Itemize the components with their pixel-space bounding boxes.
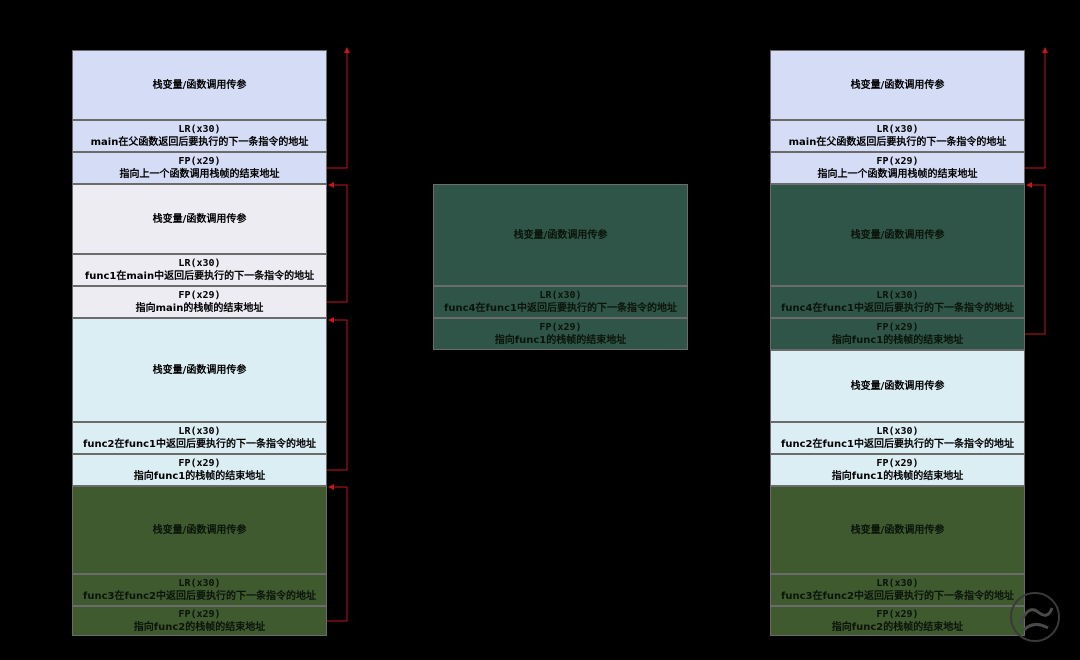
register-name: FP(x29) xyxy=(876,609,919,620)
register-name: LR(x30) xyxy=(178,124,221,135)
block-label: 栈变量/函数调用传参 xyxy=(850,229,945,241)
block-label: 栈变量/函数调用传参 xyxy=(152,213,247,225)
func4-vars-block: 栈变量/函数调用传参 xyxy=(433,184,688,286)
func4-fp-block: FP(x29) 指向func1的栈帧的结束地址 xyxy=(770,318,1025,350)
register-description: 指向func1的栈帧的结束地址 xyxy=(133,471,266,482)
func2-lr-block: LR(x30) func2在func1中返回后要执行的下一条指令的地址 xyxy=(72,422,327,454)
func1-vars-block: 栈变量/函数调用传参 xyxy=(72,184,327,254)
register-name: LR(x30) xyxy=(876,426,919,437)
register-description: func2在func1中返回后要执行的下一条指令的地址 xyxy=(781,439,1014,450)
func4-lr-block: LR(x30) func4在func1中返回后要执行的下一条指令的地址 xyxy=(770,286,1025,318)
register-description: func2在func1中返回后要执行的下一条指令的地址 xyxy=(83,439,316,450)
register-name: LR(x30) xyxy=(178,426,221,437)
register-description: 指向main的栈帧的结束地址 xyxy=(135,303,264,314)
register-description: 指向func2的栈帧的结束地址 xyxy=(831,622,964,633)
register-description: func3在func2中返回后要执行的下一条指令的地址 xyxy=(83,591,316,602)
main-vars-block: 栈变量/函数调用传参 xyxy=(72,50,327,120)
block-label: 栈变量/函数调用传参 xyxy=(850,79,945,91)
block-label: 栈变量/函数调用传参 xyxy=(152,524,247,536)
func2-fp-block: FP(x29) 指向func1的栈帧的结束地址 xyxy=(72,454,327,486)
register-name: LR(x30) xyxy=(539,290,582,301)
register-name: FP(x29) xyxy=(178,609,221,620)
register-description: 指向func2的栈帧的结束地址 xyxy=(133,622,266,633)
register-description: 指向func1的栈帧的结束地址 xyxy=(831,471,964,482)
register-name: FP(x29) xyxy=(876,458,919,469)
left-func3-fp-arrow xyxy=(327,484,348,622)
func2-lr-block: LR(x30) func2在func1中返回后要执行的下一条指令的地址 xyxy=(770,422,1025,454)
register-description: func4在func1中返回后要执行的下一条指令的地址 xyxy=(444,303,677,314)
block-label: 栈变量/函数调用传参 xyxy=(850,524,945,536)
func4-fp-block: FP(x29) 指向func1的栈帧的结束地址 xyxy=(433,318,688,350)
func2-vars-block: 栈变量/函数调用传参 xyxy=(770,350,1025,422)
func4-lr-block: LR(x30) func4在func1中返回后要执行的下一条指令的地址 xyxy=(433,286,688,318)
register-name: LR(x30) xyxy=(876,578,919,589)
watermark-logo-icon xyxy=(1010,592,1060,642)
main-vars-block: 栈变量/函数调用传参 xyxy=(770,50,1025,120)
register-description: func1在main中返回后要执行的下一条指令的地址 xyxy=(84,271,315,282)
register-name: FP(x29) xyxy=(178,290,221,301)
register-description: 指向上一个函数调用栈帧的结束地址 xyxy=(119,169,280,180)
left-func1-fp-arrow xyxy=(327,182,348,303)
main-lr-block: LR(x30) main在父函数返回后要执行的下一条指令的地址 xyxy=(72,120,327,152)
register-name: FP(x29) xyxy=(876,322,919,333)
register-description: 指向上一个函数调用栈帧的结束地址 xyxy=(817,169,978,180)
register-description: 指向func1的栈帧的结束地址 xyxy=(494,335,627,346)
block-label: 栈变量/函数调用传参 xyxy=(513,229,608,241)
register-name: FP(x29) xyxy=(876,156,919,167)
func4-vars-block: 栈变量/函数调用传参 xyxy=(770,184,1025,286)
right-main-fp-arrow xyxy=(1025,47,1048,169)
register-name: FP(x29) xyxy=(178,156,221,167)
main-fp-block: FP(x29) 指向上一个函数调用栈帧的结束地址 xyxy=(770,152,1025,184)
register-description: 指向func1的栈帧的结束地址 xyxy=(831,335,964,346)
register-description: func3在func2中返回后要执行的下一条指令的地址 xyxy=(781,591,1014,602)
register-name: LR(x30) xyxy=(178,258,221,269)
register-name: LR(x30) xyxy=(178,578,221,589)
left-main-fp-arrow xyxy=(327,47,350,169)
register-name: FP(x29) xyxy=(539,322,582,333)
func3-lr-block: LR(x30) func3在func2中返回后要执行的下一条指令的地址 xyxy=(72,574,327,606)
left-func2-fp-arrow xyxy=(327,317,348,471)
block-label: 栈变量/函数调用传参 xyxy=(850,380,945,392)
right-func4-fp-arrow xyxy=(1025,182,1046,335)
main-fp-block: FP(x29) 指向上一个函数调用栈帧的结束地址 xyxy=(72,152,327,184)
register-description: main在父函数返回后要执行的下一条指令的地址 xyxy=(90,137,309,148)
func3-fp-block: FP(x29) 指向func2的栈帧的结束地址 xyxy=(770,606,1025,636)
register-description: func4在func1中返回后要执行的下一条指令的地址 xyxy=(781,303,1014,314)
func3-vars-block: 栈变量/函数调用传参 xyxy=(770,486,1025,574)
func3-lr-block: LR(x30) func3在func2中返回后要执行的下一条指令的地址 xyxy=(770,574,1025,606)
func2-vars-block: 栈变量/函数调用传参 xyxy=(72,318,327,422)
func2-fp-block: FP(x29) 指向func1的栈帧的结束地址 xyxy=(770,454,1025,486)
register-description: main在父函数返回后要执行的下一条指令的地址 xyxy=(788,137,1007,148)
main-lr-block: LR(x30) main在父函数返回后要执行的下一条指令的地址 xyxy=(770,120,1025,152)
register-name: LR(x30) xyxy=(876,124,919,135)
register-name: FP(x29) xyxy=(178,458,221,469)
func1-lr-block: LR(x30) func1在main中返回后要执行的下一条指令的地址 xyxy=(72,254,327,286)
block-label: 栈变量/函数调用传参 xyxy=(152,364,247,376)
func3-vars-block: 栈变量/函数调用传参 xyxy=(72,486,327,574)
register-name: LR(x30) xyxy=(876,290,919,301)
func1-fp-block: FP(x29) 指向main的栈帧的结束地址 xyxy=(72,286,327,318)
block-label: 栈变量/函数调用传参 xyxy=(152,79,247,91)
func3-fp-block: FP(x29) 指向func2的栈帧的结束地址 xyxy=(72,606,327,636)
